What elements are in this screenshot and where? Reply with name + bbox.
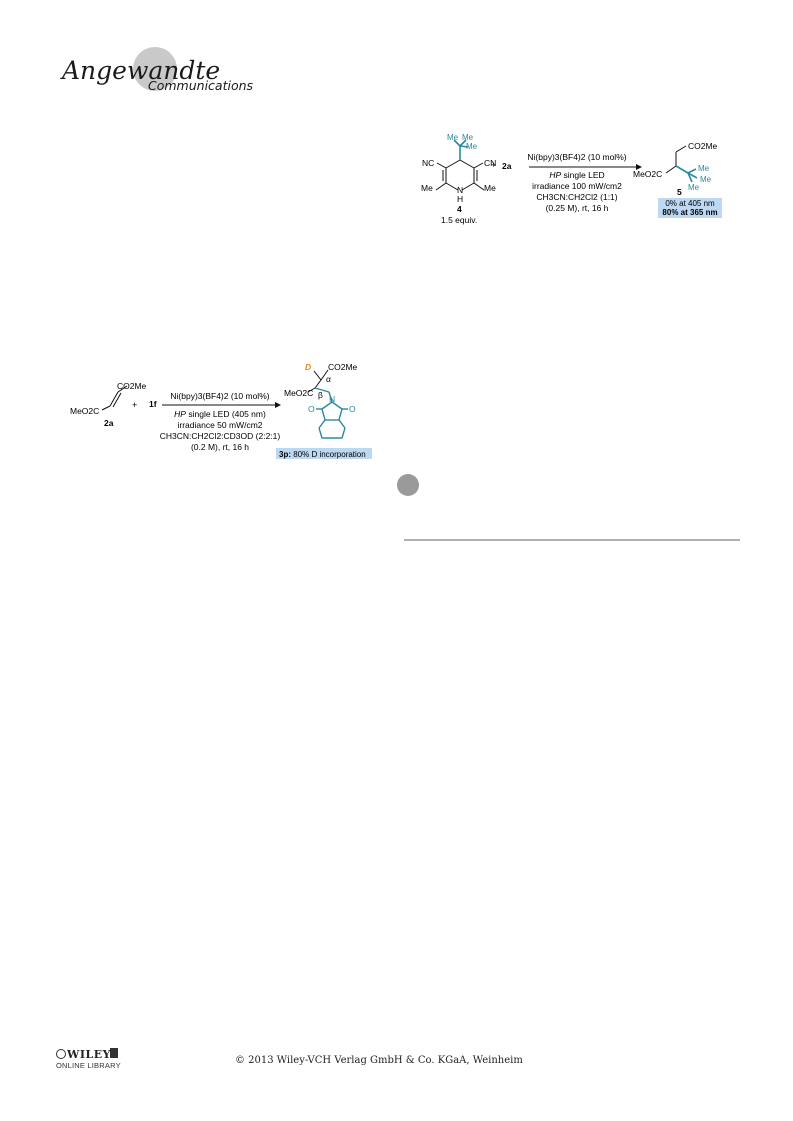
arrow-head — [636, 164, 642, 170]
product-tbu — [675, 165, 698, 183]
arrow-head — [275, 402, 281, 408]
substrate-meo2c: MeO2C — [70, 406, 99, 416]
product-co2me: CO2Me — [328, 362, 358, 372]
wiley-online-library-logo: WILEY ONLINE LIBRARY — [56, 1048, 136, 1074]
product-meo2c: MeO2C — [284, 388, 313, 398]
conditions-irradiance: irradiance 100 mW/cm2 — [532, 181, 622, 191]
tbu-me-2: Me — [462, 133, 474, 142]
reagent-cn: CN — [484, 158, 496, 168]
substrate-number: 2a — [104, 418, 114, 428]
conditions-led: HP single LED — [549, 170, 604, 180]
conditions-led: HP single LED (405 nm) — [174, 409, 266, 419]
logo-circle — [133, 47, 177, 91]
reagent-me-right: Me — [484, 183, 496, 193]
product-d: D — [305, 362, 311, 372]
scheme-top: Me Me Me NC CN Me Me N H 4 1.5 equiv. + … — [421, 133, 722, 225]
reagent-equiv: 1.5 equiv. — [441, 215, 477, 225]
conditions-concentration: (0.2 M), rt, 16 h — [191, 442, 249, 452]
reagent-number: 4 — [457, 204, 462, 214]
online-library-text: ONLINE LIBRARY — [56, 1061, 121, 1070]
substrate-2a-structure — [101, 385, 128, 411]
product-number: 5 — [677, 187, 682, 197]
result-text: 3p: 80% D incorporation — [279, 450, 366, 459]
substrate-co2me: CO2Me — [117, 381, 147, 391]
reagent-label: 1f — [149, 399, 157, 409]
section-divider-line — [404, 539, 740, 541]
reagent-me-left: Me — [421, 183, 433, 193]
scheme-left: CO2Me MeO2C 2a + 1f Ni(bpy)3(BF4)2 (10 m… — [70, 362, 372, 459]
conditions-irradiance: irradiance 50 mW/cm2 — [177, 420, 262, 430]
wiley-wordmark: WILEY — [67, 1048, 111, 1061]
product-me-1: Me — [698, 164, 710, 173]
product-me-2: Me — [700, 175, 712, 184]
product-5-structure — [665, 145, 687, 174]
tbu-me-3: Me — [466, 142, 478, 151]
product-co2me: CO2Me — [688, 141, 718, 151]
tert-butyl-group — [453, 139, 469, 160]
product-n: N — [329, 394, 335, 404]
journal-subtitle: Communications — [148, 78, 254, 93]
conditions-concentration: (0.25 M), rt, 16 h — [546, 203, 609, 213]
conditions-solvent: CH3CN:CH2Cl2 (1:1) — [536, 192, 617, 202]
product-3p-phthalimide — [314, 387, 348, 439]
journal-title: Angewandte — [62, 56, 221, 85]
product-o-left: O — [308, 404, 315, 414]
yield-405: 0% at 405 nm — [665, 199, 715, 208]
product-alpha: α — [326, 374, 331, 384]
reagent-4-structure — [435, 159, 485, 191]
product-3p-backbone — [307, 369, 329, 393]
product-beta: β — [318, 390, 323, 400]
tbu-me-1: Me — [447, 133, 459, 142]
book-icon — [110, 1048, 118, 1058]
substrate-label: 2a — [502, 161, 512, 171]
product-meo2c: MeO2C — [633, 169, 662, 179]
product-o-right: O — [349, 404, 356, 414]
wiley-seal-icon — [56, 1049, 66, 1059]
conditions-catalyst: Ni(bpy)3(BF4)2 (10 mol%) — [170, 391, 269, 401]
reagent-h: H — [457, 194, 463, 204]
reagent-n: N — [457, 185, 463, 195]
conditions-catalyst: Ni(bpy)3(BF4)2 (10 mol%) — [527, 152, 626, 162]
section-bullet-circle — [397, 474, 419, 496]
yield-highlight-box — [658, 198, 722, 218]
plus-sign: + — [491, 160, 496, 170]
conditions-solvent: CH3CN:CH2Cl2:CD3OD (2:2:1) — [160, 431, 281, 441]
yield-365: 80% at 365 nm — [662, 208, 717, 217]
reagent-nc: NC — [422, 158, 434, 168]
product-me-3: Me — [688, 183, 700, 192]
result-highlight-box — [276, 448, 372, 459]
copyright-notice: © 2013 Wiley-VCH Verlag GmbH & Co. KGaA,… — [235, 1055, 523, 1066]
plus-sign: + — [132, 400, 137, 410]
